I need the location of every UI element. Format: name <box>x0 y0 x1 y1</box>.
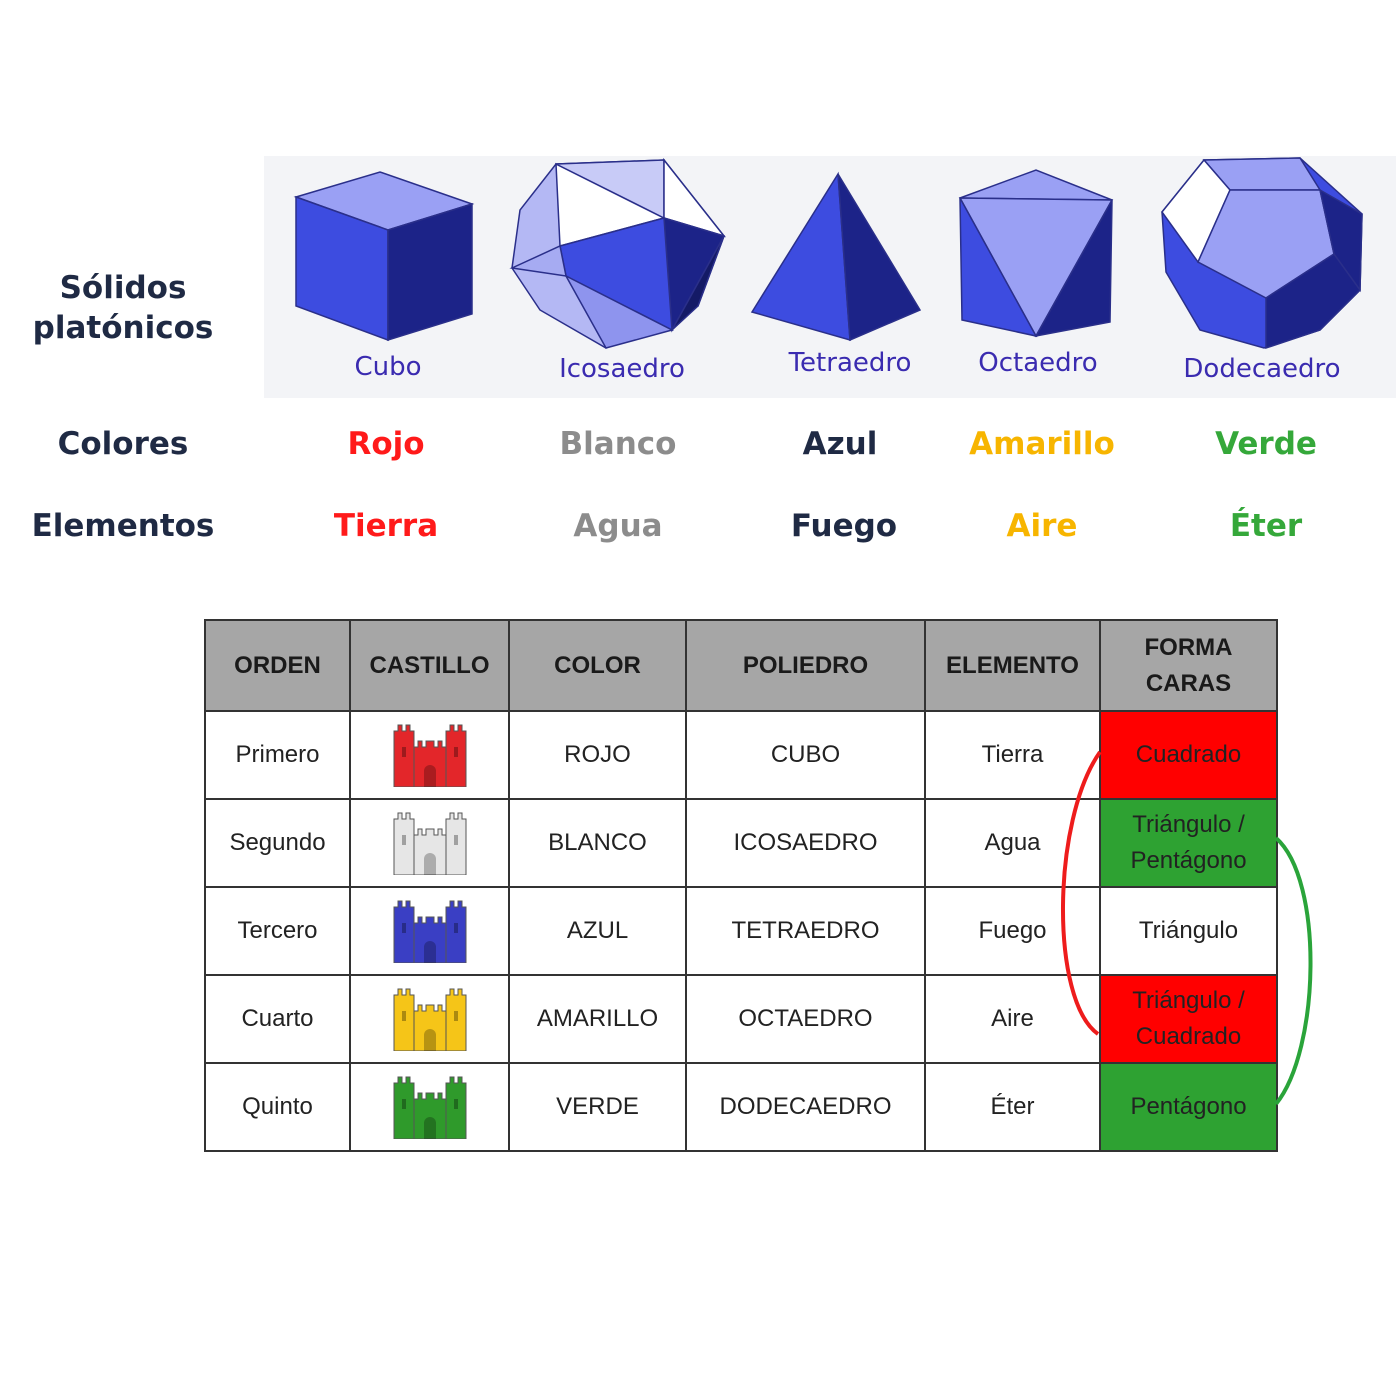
castle-icon <box>393 724 466 787</box>
cell-orden: Segundo <box>204 798 351 888</box>
castle-icon <box>393 812 466 875</box>
cell-elemento: Éter <box>924 1062 1101 1152</box>
cell-elemento: Tierra <box>924 710 1101 800</box>
cell-forma-caras: Triángulo / Cuadrado <box>1099 974 1278 1064</box>
header-orden: ORDEN <box>204 619 351 712</box>
element-word-agua: Agua <box>573 508 663 544</box>
header-poliedro: POLIEDRO <box>685 619 926 712</box>
cell-color: AZUL <box>508 886 687 976</box>
platonic-table: ORDEN CASTILLO COLOR POLIEDRO ELEMENTO F… <box>204 619 1278 1152</box>
cell-orden: Cuarto <box>204 974 351 1064</box>
color-word-azul: Azul <box>802 426 878 462</box>
cell-forma-caras: Triángulo <box>1099 886 1278 976</box>
cell-castillo <box>349 798 510 888</box>
label-elementos: Elementos <box>31 508 215 544</box>
cell-poliedro: ICOSAEDRO <box>685 798 926 888</box>
cell-orden: Quinto <box>204 1062 351 1152</box>
cube-solid <box>293 171 475 342</box>
solid-name-tetraedro: Tetraedro <box>788 348 912 378</box>
cell-castillo <box>349 974 510 1064</box>
color-word-blanco: Blanco <box>559 426 677 462</box>
header-forma-caras: FORMA CARAS <box>1099 619 1278 712</box>
cell-color: BLANCO <box>508 798 687 888</box>
cell-castillo <box>349 886 510 976</box>
element-word-tierra: Tierra <box>333 508 439 544</box>
cell-color: ROJO <box>508 710 687 800</box>
label-solidos: Sólidos platónicos <box>32 270 214 346</box>
cell-poliedro: CUBO <box>685 710 926 800</box>
color-word-amarillo: Amarillo <box>969 426 1115 462</box>
castle-icon <box>393 900 466 963</box>
dodecahedron-solid <box>1161 157 1363 350</box>
element-word-aire: Aire <box>1006 508 1078 544</box>
cell-color: VERDE <box>508 1062 687 1152</box>
cell-elemento: Fuego <box>924 886 1101 976</box>
color-word-rojo: Rojo <box>347 426 425 462</box>
solid-name-dodecaedro: Dodecaedro <box>1183 354 1341 384</box>
color-word-verde: Verde <box>1215 426 1317 462</box>
cell-color: AMARILLO <box>508 974 687 1064</box>
header-elemento: ELEMENTO <box>924 619 1101 712</box>
cell-forma-caras: Triángulo / Pentágono <box>1099 798 1278 888</box>
castle-icon <box>393 988 466 1051</box>
cell-poliedro: DODECAEDRO <box>685 1062 926 1152</box>
cell-poliedro: OCTAEDRO <box>685 974 926 1064</box>
solid-name-cubo: Cubo <box>354 352 422 382</box>
cell-forma-caras: Cuadrado <box>1099 710 1278 800</box>
tetrahedron-solid <box>750 171 922 342</box>
cell-castillo <box>349 1062 510 1152</box>
table-header-row: ORDEN CASTILLO COLOR POLIEDRO ELEMENTO F… <box>204 619 1278 712</box>
cell-elemento: Agua <box>924 798 1101 888</box>
solids-illustrations <box>293 157 1363 350</box>
header-color: COLOR <box>508 619 687 712</box>
castle-icon <box>393 1076 466 1139</box>
cell-orden: Primero <box>204 710 351 800</box>
cell-elemento: Aire <box>924 974 1101 1064</box>
octahedron-solid <box>958 169 1114 338</box>
cell-forma-caras: Pentágono <box>1099 1062 1278 1152</box>
green-connector-curve <box>1274 836 1313 1106</box>
cell-poliedro: TETRAEDRO <box>685 886 926 976</box>
solid-name-icosaedro: Icosaedro <box>559 354 685 384</box>
header-castillo: CASTILLO <box>349 619 510 712</box>
element-word-eter: Éter <box>1229 508 1303 544</box>
icosahedron-solid <box>509 157 727 349</box>
cell-castillo <box>349 710 510 800</box>
label-colores: Colores <box>57 426 189 462</box>
element-word-fuego: Fuego <box>790 508 898 544</box>
cell-orden: Tercero <box>204 886 351 976</box>
solid-name-octaedro: Octaedro <box>978 348 1098 378</box>
